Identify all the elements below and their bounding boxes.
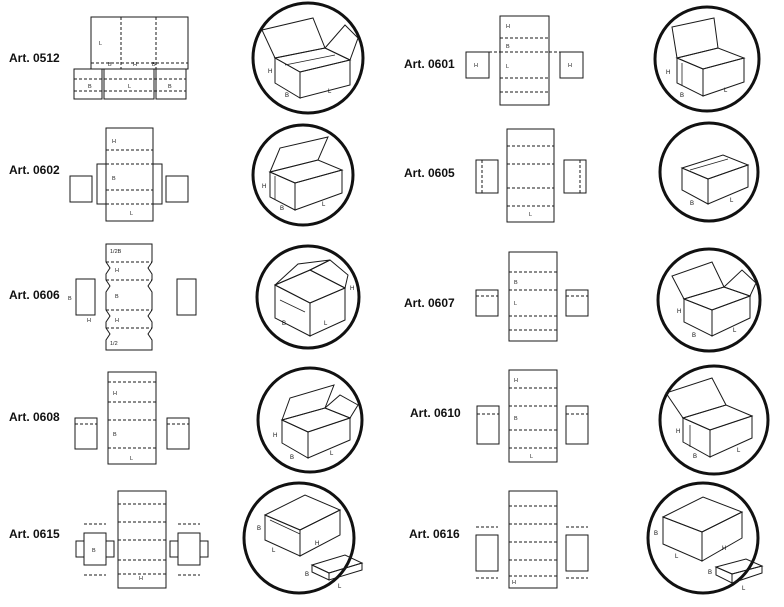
- article-code-0608: Art. 0608: [9, 410, 60, 424]
- dim-b: B: [690, 201, 694, 207]
- dim-b: B: [88, 84, 92, 90]
- box-illustration-0615: B L H B L: [242, 481, 364, 595]
- dim-b: B: [285, 93, 289, 99]
- dim-h: H: [133, 62, 137, 68]
- dieline-0607: B L: [475, 251, 589, 342]
- dim-b: B: [68, 296, 72, 302]
- dim-h: H: [262, 184, 266, 190]
- dim-h: H: [514, 378, 518, 384]
- dim-h: H: [722, 546, 726, 552]
- article-code-0616: Art. 0616: [409, 527, 460, 541]
- article-code-0512: Art. 0512: [9, 51, 60, 65]
- dim-l: L: [322, 202, 326, 208]
- dim-h: H: [506, 24, 510, 30]
- dim-l: L: [675, 554, 679, 560]
- dim-h: H: [350, 286, 354, 292]
- dieline-0606: 1/2B H B H 1/2 B H: [68, 243, 197, 351]
- dieline-0605: L: [475, 128, 587, 223]
- dim-l: L: [506, 64, 509, 70]
- dim-b: B: [112, 176, 116, 182]
- dim-b: B: [514, 416, 518, 422]
- dim-h: H: [315, 541, 319, 547]
- dim-h: H: [568, 63, 572, 69]
- dim-h: H: [666, 70, 670, 76]
- dim-h: H: [273, 433, 277, 439]
- article-code-0602: Art. 0602: [9, 163, 60, 177]
- dim-b: B: [680, 93, 684, 99]
- dim-l: L: [328, 89, 332, 95]
- dim-h: H: [113, 391, 117, 397]
- dim-half-b: 1/2B: [110, 249, 122, 255]
- dim-b: B: [506, 44, 510, 50]
- dim-b: B: [290, 455, 294, 461]
- dim-h: H: [268, 69, 272, 75]
- article-code-0607: Art. 0607: [404, 296, 455, 310]
- dim-h: H: [115, 268, 119, 274]
- dim-b: B: [108, 62, 112, 68]
- dim-half: 1/2: [110, 341, 118, 347]
- article-code-0606: Art. 0606: [9, 288, 60, 302]
- dim-l: L: [724, 88, 728, 94]
- dim-b: B: [257, 526, 261, 532]
- dim-l: L: [272, 548, 276, 554]
- box-illustration-0512: H B L: [251, 1, 365, 115]
- dim-h: H: [87, 318, 91, 324]
- dieline-0608: H B L: [74, 371, 190, 465]
- dim-l: L: [514, 301, 517, 307]
- article-code-0601: Art. 0601: [404, 57, 455, 71]
- article-code-0610: Art. 0610: [410, 406, 461, 420]
- dim-b: B: [692, 333, 696, 339]
- dim-b: B: [305, 572, 309, 578]
- dim-b: B: [282, 321, 286, 327]
- dieline-0616: H: [475, 490, 589, 589]
- dim-l: L: [733, 328, 737, 334]
- dieline-0601: H B L H H: [465, 15, 584, 106]
- dim-b: B: [514, 280, 518, 286]
- article-code-0605: Art. 0605: [404, 166, 455, 180]
- dim-b: B: [113, 432, 117, 438]
- box-illustration-0608: H B L: [256, 366, 364, 474]
- dim-b: B: [92, 548, 96, 554]
- dim-h: H: [677, 309, 681, 315]
- dim-b: B: [280, 206, 284, 212]
- dieline-0512: L B H B B L B: [73, 16, 189, 100]
- box-illustration-0610: H B L: [658, 364, 770, 476]
- dim-h: H: [139, 576, 143, 582]
- article-code-0615: Art. 0615: [9, 527, 60, 541]
- box-illustration-0602: H B L: [251, 123, 355, 227]
- dim-l: L: [99, 41, 102, 47]
- dim-b: B: [693, 454, 697, 460]
- dim-h: H: [115, 318, 119, 324]
- dim-b: B: [654, 531, 658, 537]
- dim-l: L: [324, 321, 328, 327]
- box-illustration-0616: B L H B L: [646, 481, 764, 595]
- dim-b: B: [168, 84, 172, 90]
- dim-l: L: [330, 451, 334, 457]
- box-illustration-0607: H B L: [656, 247, 762, 353]
- dim-l: L: [130, 211, 133, 217]
- dim-l: L: [130, 456, 133, 462]
- dim-l: L: [338, 584, 342, 590]
- box-illustration-0601: H B L: [653, 5, 761, 113]
- dim-l: L: [730, 198, 734, 204]
- dieline-0615: H B: [75, 490, 209, 589]
- dim-l: L: [529, 212, 532, 218]
- box-illustration-0605: B L: [658, 121, 760, 223]
- dim-l: L: [530, 454, 533, 460]
- box-illustration-0606: B L H: [255, 244, 361, 350]
- dieline-0610: H B L: [476, 369, 589, 463]
- dim-l: L: [128, 84, 131, 90]
- dim-h: H: [112, 139, 116, 145]
- dim-h: H: [474, 63, 478, 69]
- dim-h: H: [512, 580, 516, 586]
- dim-l: L: [742, 586, 746, 592]
- dieline-0602: H B L: [69, 127, 189, 222]
- dim-b: B: [115, 294, 119, 300]
- dim-h: H: [676, 429, 680, 435]
- dim-l: L: [737, 448, 741, 454]
- dim-b: B: [708, 570, 712, 576]
- dim-b: B: [152, 62, 156, 68]
